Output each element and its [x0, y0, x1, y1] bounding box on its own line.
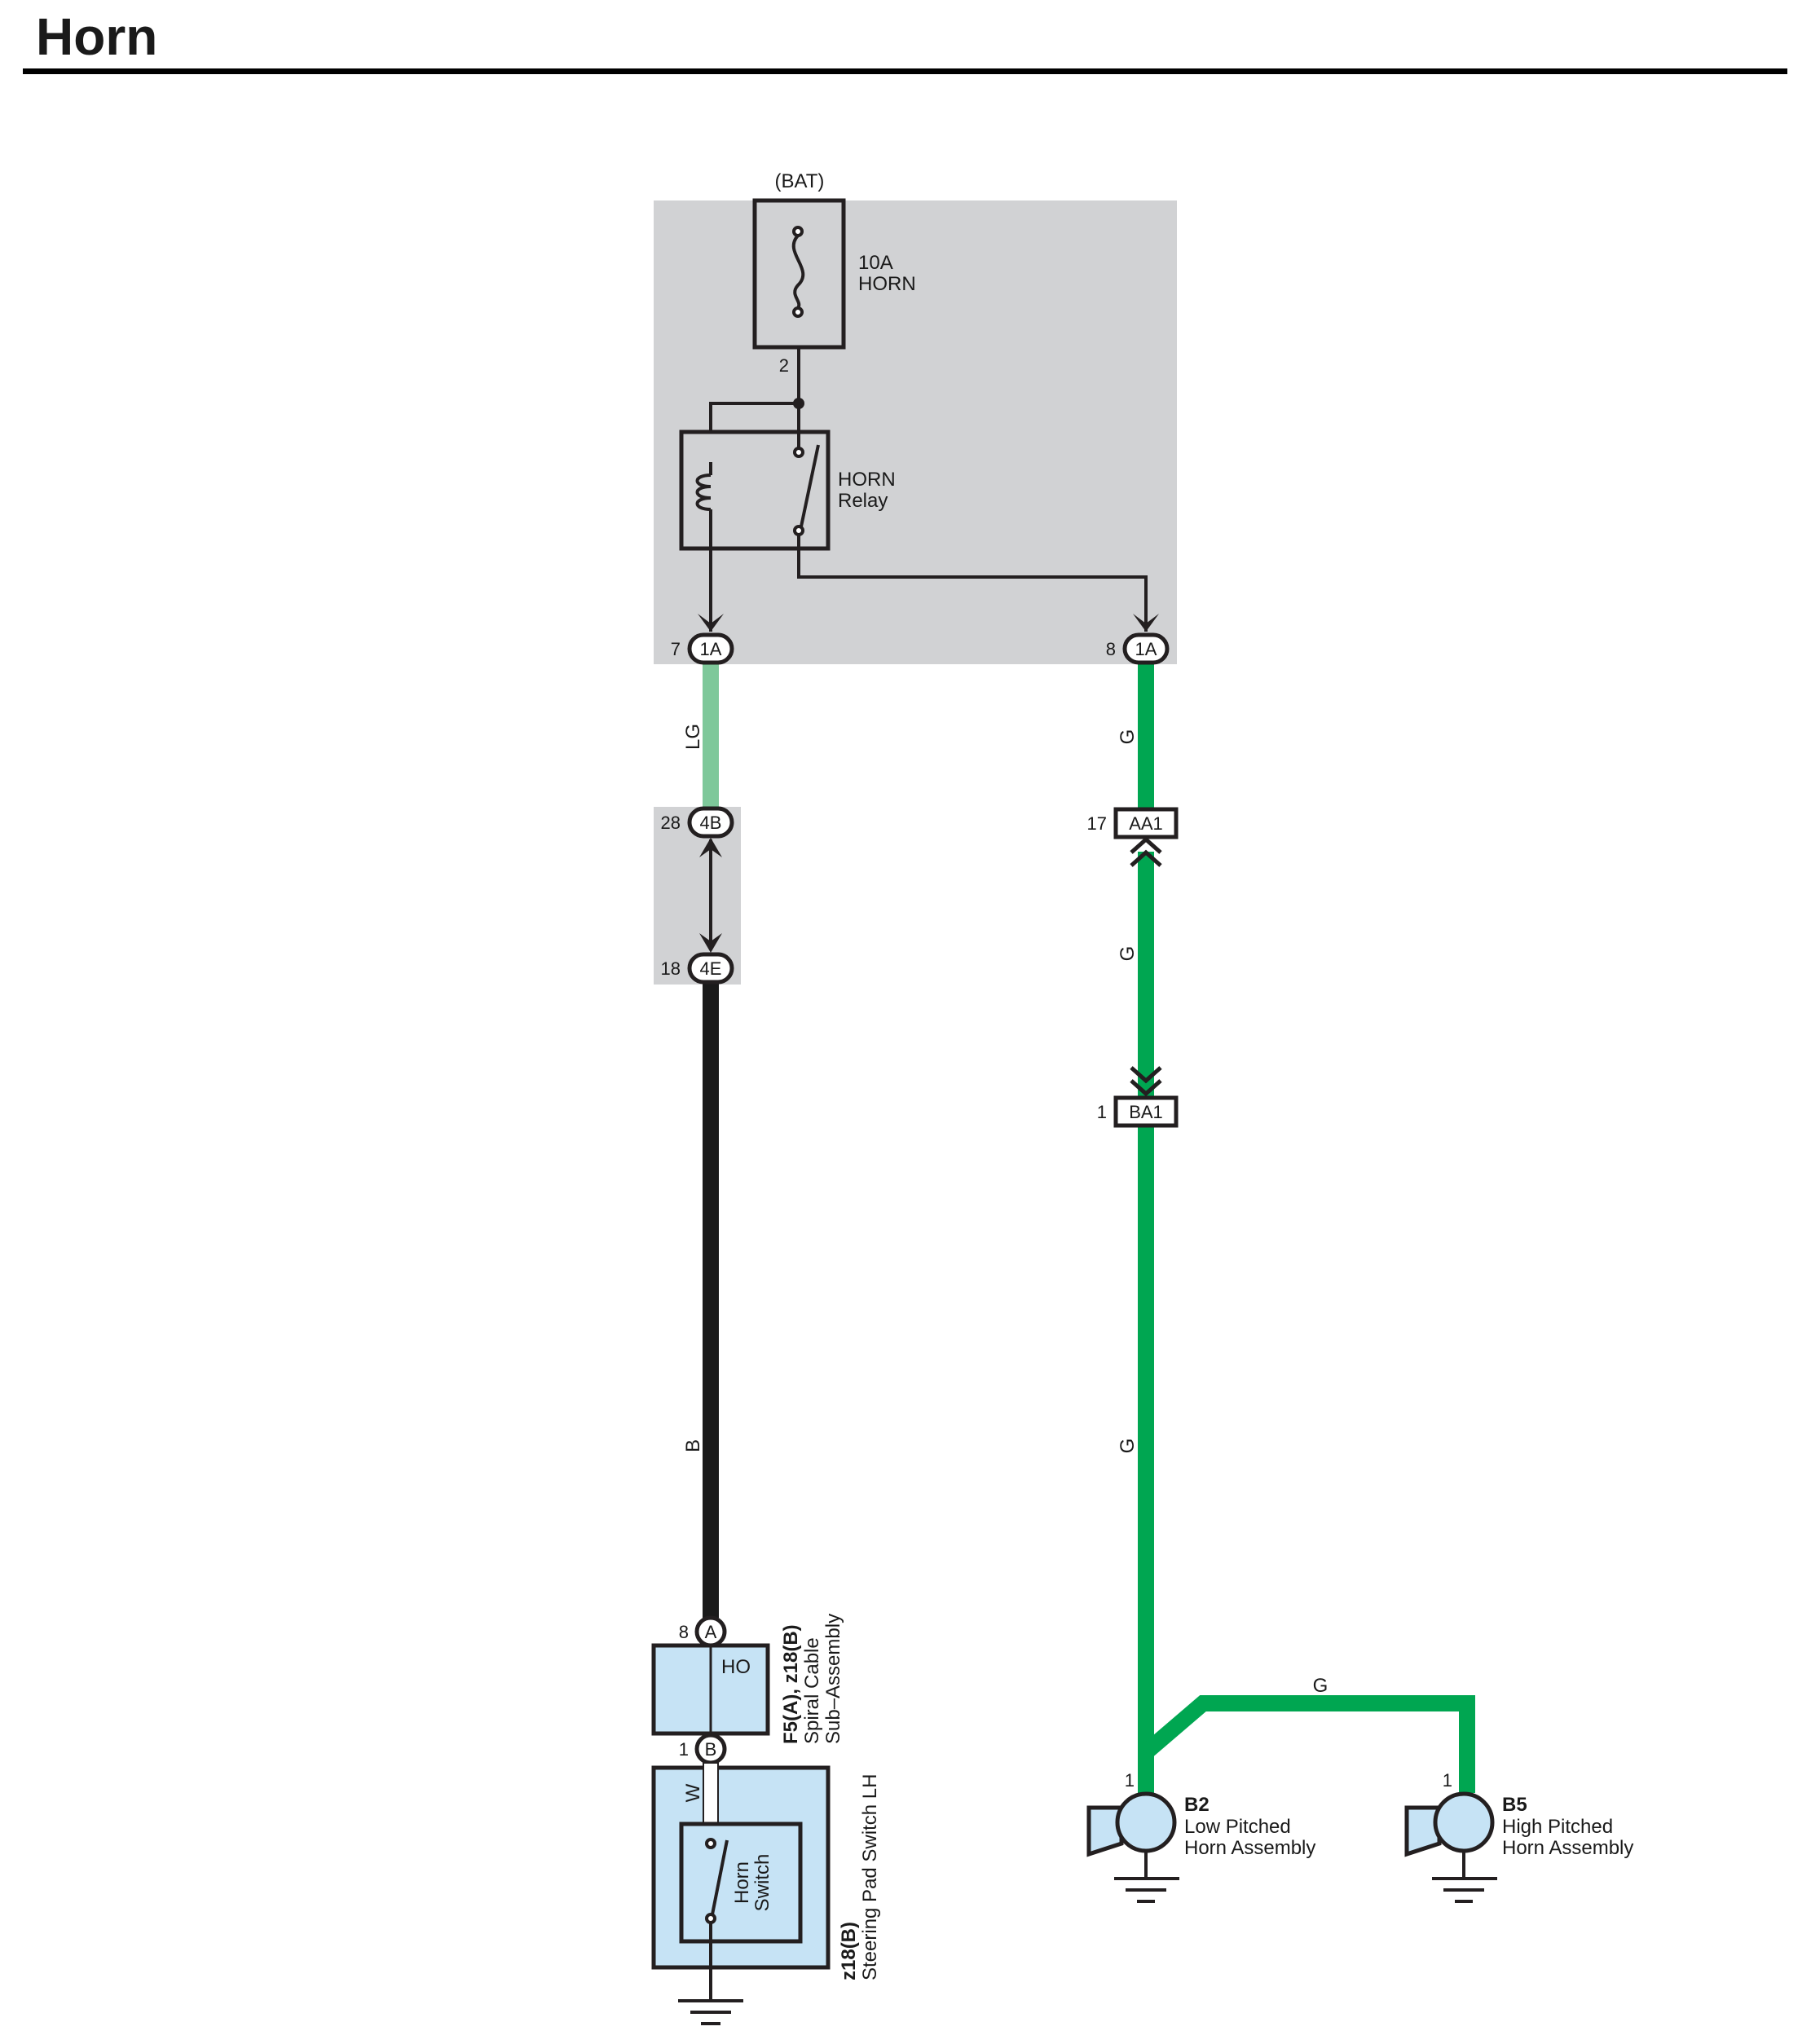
relay-name: HORN: [838, 469, 896, 491]
ground-icon: [1432, 1877, 1497, 1903]
connector-1a-left-pin: 7: [671, 639, 681, 659]
arrow-down-icon: [1133, 614, 1159, 632]
connector-b-pin: 1: [679, 1739, 689, 1760]
wire-b-label: B: [682, 1439, 704, 1452]
fuse-pin: 2: [779, 355, 789, 376]
connector-4e: [687, 952, 734, 985]
wire-w-label: W: [682, 1783, 704, 1802]
connector-a-pin: 8: [679, 1622, 689, 1642]
horn-high-name-1: High Pitched: [1502, 1816, 1613, 1838]
horn-high-speaker-icon: [1404, 1791, 1495, 1879]
horn-switch-ref: z18(B): [838, 1922, 860, 1980]
ground-icon: [678, 1999, 743, 2025]
inline-connector-chevron-icon: [1130, 1066, 1162, 1097]
horn-low-pin: 1: [1125, 1770, 1135, 1791]
connector-4b-id: 4B: [700, 813, 722, 833]
connector-ba1: [1113, 1095, 1179, 1128]
connector-1a-right-pin: 8: [1106, 639, 1116, 659]
wire-g-label-1: G: [1117, 729, 1139, 745]
horn-high-ref: B5: [1502, 1794, 1527, 1816]
connector-a: [694, 1615, 727, 1648]
spiral-cable-terminal: HO: [721, 1656, 751, 1678]
horn-switch-icon: [705, 1838, 729, 2001]
connector-ba1-id: BA1: [1129, 1102, 1163, 1122]
arrow-up-icon: [699, 838, 722, 857]
wire-g-branch: [1140, 1695, 1475, 1793]
wire-b: [703, 983, 719, 1618]
connector-4b-pin: 28: [661, 813, 681, 833]
horn-low-name-2: Horn Assembly: [1184, 1837, 1315, 1859]
fuse-rating: 10A: [858, 252, 893, 274]
arrow-down-icon: [698, 614, 724, 632]
wire-lg-label: LG: [682, 724, 704, 750]
wire-lg: [703, 663, 719, 811]
connector-4e-pin: 18: [661, 958, 681, 979]
horn-low-speaker-icon: [1086, 1791, 1177, 1879]
relay-switch-output-wire: [797, 535, 1148, 632]
horn-switch-label-1: Horn: [731, 1861, 753, 1904]
relay-switch-icon: [793, 432, 820, 536]
wire-w: [703, 1762, 719, 1825]
connector-a-id: A: [705, 1622, 717, 1642]
relay-type: Relay: [838, 490, 888, 512]
power-source-label: (BAT): [775, 170, 825, 192]
wire-g-label-4: G: [1313, 1675, 1329, 1697]
wire-g-run-1: [1138, 663, 1154, 809]
page-title: Horn: [36, 7, 157, 66]
wire-g-run-2: [1138, 852, 1154, 1096]
title-rule: [23, 68, 1787, 74]
horn-low-ref: B2: [1184, 1794, 1210, 1816]
ground-icon: [1114, 1877, 1179, 1903]
connector-aa1-id: AA1: [1129, 813, 1163, 834]
horn-low-name-1: Low Pitched: [1184, 1816, 1291, 1838]
fuse-name: HORN: [858, 273, 916, 295]
connector-1a-left: [687, 632, 734, 665]
spiral-cable-name-2: Sub–Assembly: [822, 1614, 844, 1744]
horn-switch-label-2: Switch: [751, 1854, 773, 1912]
connector-1a-right-id: 1A: [1135, 639, 1157, 659]
connector-1a-left-id: 1A: [700, 639, 722, 659]
connector-4e-id: 4E: [700, 958, 722, 979]
horn-relay-box: [679, 430, 831, 551]
horn-high-name-2: Horn Assembly: [1502, 1837, 1633, 1859]
connector-b-id: B: [705, 1739, 717, 1760]
arrow-down-icon: [699, 933, 722, 953]
fuse-element-icon: [791, 226, 805, 318]
connector-aa1-pin: 17: [1087, 813, 1107, 834]
connector-1a-right: [1122, 632, 1170, 665]
connector-4b: [687, 806, 734, 839]
inline-connector-chevron-icon: [1130, 836, 1162, 867]
wire-g-label-3: G: [1117, 1438, 1139, 1454]
horn-switch-box: [679, 1822, 803, 1944]
wire-g-run-3: [1138, 1125, 1154, 1793]
horn-high-pin: 1: [1443, 1770, 1452, 1791]
spiral-cable-name-1: Spiral Cable: [801, 1637, 823, 1744]
horn-switch-name: Steering Pad Switch LH: [859, 1774, 881, 1980]
connector-ba1-pin: 1: [1097, 1102, 1107, 1122]
spiral-cable-ref: F5(A), z18(B): [780, 1624, 802, 1744]
wire-g-label-2: G: [1117, 946, 1139, 962]
fuse-box: [752, 198, 846, 350]
